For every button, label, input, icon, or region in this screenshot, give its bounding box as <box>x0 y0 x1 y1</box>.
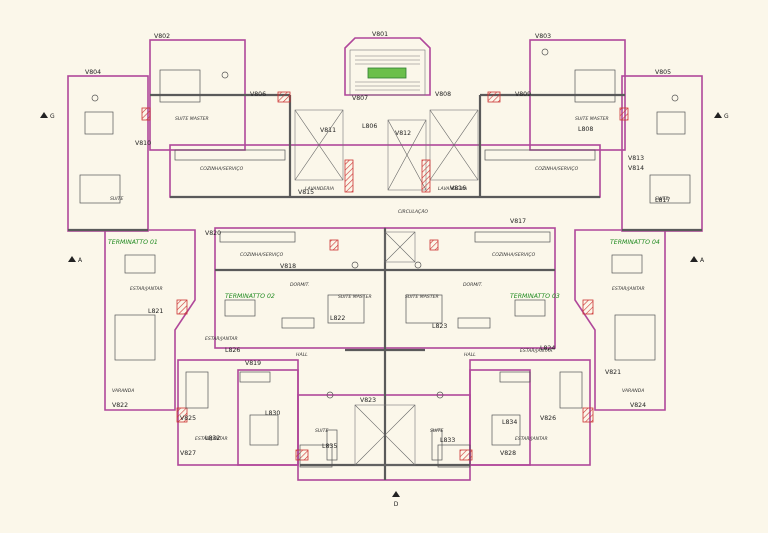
tag-v814: V814 <box>628 165 644 172</box>
room-suite-bottom-right: SUITE <box>430 428 443 434</box>
axis-label-bottom-d: D <box>394 501 399 508</box>
tag-l821: L821 <box>148 308 163 315</box>
apartment-label-01: TERMINATTO 01 <box>108 239 158 246</box>
element-tags: V801 V802 V803 V804 V805 V806 V807 V808 … <box>85 31 671 457</box>
axis-marker-left-g <box>40 112 48 118</box>
tag-v824: V824 <box>630 402 646 409</box>
tag-v816: V816 <box>450 185 466 192</box>
room-varanda-right: VARANDA <box>622 388 644 394</box>
room-suite-master-left: SUITE MASTER <box>175 116 209 122</box>
tag-v801: V801 <box>372 31 388 38</box>
room-cozinha-center-right: COZINHA/SERVIÇO <box>492 252 536 258</box>
room-lavanderia-right: LAVANDERIA <box>438 186 467 192</box>
tag-v811: V811 <box>320 127 336 134</box>
axis-label-right-g: G <box>724 113 729 120</box>
tag-l824: L824 <box>540 345 555 352</box>
room-hall-left: HALL <box>296 352 308 358</box>
axis-marker-right-g <box>714 112 722 118</box>
tag-v806: V806 <box>250 91 266 98</box>
room-estar-2: ESTAR/JANTAR <box>205 336 238 342</box>
axis-marker-right-a <box>690 256 698 262</box>
apartment-label-02: TERMINATTO 02 <box>225 293 275 300</box>
room-circulacao: CIRCULAÇÃO <box>398 208 428 215</box>
apartment-labels: TERMINATTO 01 TERMINATTO 02 TERMINATTO 0… <box>108 239 660 300</box>
tag-l822: L822 <box>330 315 345 322</box>
room-estar-6: ESTAR/JANTAR <box>515 436 548 442</box>
room-hall-right: HALL <box>464 352 476 358</box>
tag-l808: L808 <box>578 126 593 133</box>
room-estar-5: ESTAR/JANTAR <box>195 436 228 442</box>
tag-v827: V827 <box>180 450 196 457</box>
tag-v805: V805 <box>655 69 671 76</box>
room-labels: COZINHA/SERVIÇO COZINHA/SERVIÇO COZINHA/… <box>110 116 668 442</box>
axis-label-left-g: G <box>50 113 55 120</box>
fixtures <box>79 48 691 468</box>
axis-label-left-a: A <box>78 257 83 264</box>
tag-l806: L806 <box>362 123 377 130</box>
hatched-walls <box>141 91 629 461</box>
axis-marker-bottom-d <box>392 491 400 497</box>
room-suite-master-center-left: SUITE MASTER <box>338 294 372 300</box>
tag-l833: L833 <box>440 437 455 444</box>
room-suite-master-center-right: SUITE MASTER <box>405 294 439 300</box>
room-cozinha-center-left: COZINHA/SERVIÇO <box>240 252 284 258</box>
tag-v821: V821 <box>605 369 621 376</box>
tag-v807: V807 <box>352 95 368 102</box>
tag-v828: V828 <box>500 450 516 457</box>
axis-markers: G G A A D <box>40 112 729 508</box>
tag-v826: V826 <box>540 415 556 422</box>
shafts <box>294 109 479 466</box>
room-cozinha-right: COZINHA/SERVIÇO <box>535 166 579 172</box>
room-varanda-left: VARANDA <box>112 388 134 394</box>
tag-v812: V812 <box>395 130 411 137</box>
tag-v820: V820 <box>205 230 221 237</box>
room-suite-master-right: SUITE MASTER <box>575 116 609 122</box>
axis-marker-left-a <box>68 256 76 262</box>
tag-v808: V808 <box>435 91 451 98</box>
axis-label-right-a: A <box>700 257 705 264</box>
tag-v813: V813 <box>628 155 644 162</box>
staircase <box>349 49 426 96</box>
tag-v804: V804 <box>85 69 101 76</box>
room-dormit-left: DORMIT. <box>290 282 310 288</box>
tag-v818: V818 <box>280 263 296 270</box>
tag-v825: V825 <box>180 415 196 422</box>
room-cozinha-left: COZINHA/SERVIÇO <box>200 166 244 172</box>
room-suite-top-right: SUITE <box>655 196 668 202</box>
tag-v809: V809 <box>515 91 531 98</box>
tag-l817: L817 <box>655 197 670 204</box>
tag-v810: V810 <box>135 140 151 147</box>
room-suite-top-left: SUITE <box>110 196 123 202</box>
tag-l826: L826 <box>225 347 240 354</box>
tag-v819: V819 <box>245 360 261 367</box>
room-estar-1: ESTAR/JANTAR <box>130 286 163 292</box>
tag-v815: V815 <box>298 189 314 196</box>
tag-v803: V803 <box>535 33 551 40</box>
tag-l834: L834 <box>502 419 517 426</box>
room-lavanderia-left: LAVANDERIA <box>305 186 334 192</box>
room-dormit-right: DORMIT. <box>463 282 483 288</box>
room-estar-4: ESTAR/JANTAR <box>612 286 645 292</box>
tag-l830: L830 <box>265 410 280 417</box>
tag-l832: L832 <box>205 435 220 442</box>
apartment-label-03: TERMINATTO 03 <box>510 293 560 300</box>
tag-v823: V823 <box>360 397 376 404</box>
tag-l823: L823 <box>432 323 447 330</box>
room-suite-bottom-left: SUITE <box>315 428 328 434</box>
room-estar-3: ESTAR/JANTAR <box>520 348 553 354</box>
tag-v802: V802 <box>154 33 170 40</box>
tag-v822: V822 <box>112 402 128 409</box>
structural-walls <box>68 93 702 480</box>
apartment-label-04: TERMINATTO 04 <box>610 239 660 246</box>
tag-v817: V817 <box>510 218 526 225</box>
tag-l835: L835 <box>322 443 337 450</box>
